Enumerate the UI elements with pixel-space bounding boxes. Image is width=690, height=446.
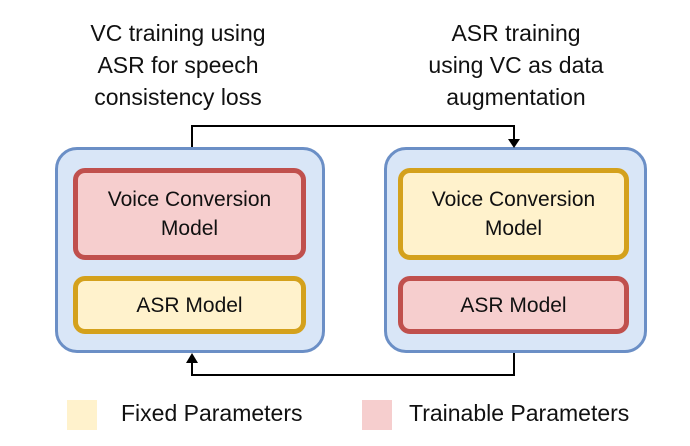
voice-conversion-model-fixed: Voice Conversion Model: [398, 168, 629, 260]
trainable-parameters-label: Trainable Parameters: [409, 400, 630, 426]
fixed-parameters-swatch: [67, 400, 97, 430]
top-connector-arrow-icon: [191, 125, 520, 148]
asr-model-trainable: ASR Model: [398, 276, 629, 334]
fixed-parameters-label: Fixed Parameters: [121, 400, 303, 426]
heading-asr-training: ASR training using VC as data augmentati…: [396, 17, 636, 113]
asr-right-label: ASR Model: [460, 293, 567, 317]
bottom-connector-arrow-icon: [186, 353, 515, 376]
vc-right-line-2: Model: [484, 217, 543, 240]
asr-left-label: ASR Model: [136, 293, 243, 317]
heading-vc-training-line-1: VC training using: [90, 20, 266, 46]
vc-left-line-1: Voice Conversion: [107, 188, 272, 211]
asr-model-fixed: ASR Model: [73, 276, 306, 334]
heading-asr-training-line-3: augmentation: [446, 84, 586, 110]
heading-vc-training-line-2: ASR for speech: [97, 52, 259, 78]
heading-vc-training: VC training using ASR for speech consist…: [62, 17, 294, 113]
voice-conversion-model-trainable: Voice Conversion Model: [73, 168, 306, 260]
vc-left-line-2: Model: [160, 217, 219, 240]
vc-right-line-1: Voice Conversion: [431, 188, 596, 211]
heading-asr-training-line-2: using VC as data: [428, 52, 604, 78]
heading-vc-training-line-3: consistency loss: [94, 84, 262, 110]
heading-asr-training-line-1: ASR training: [451, 20, 581, 46]
trainable-parameters-swatch: [362, 400, 392, 430]
